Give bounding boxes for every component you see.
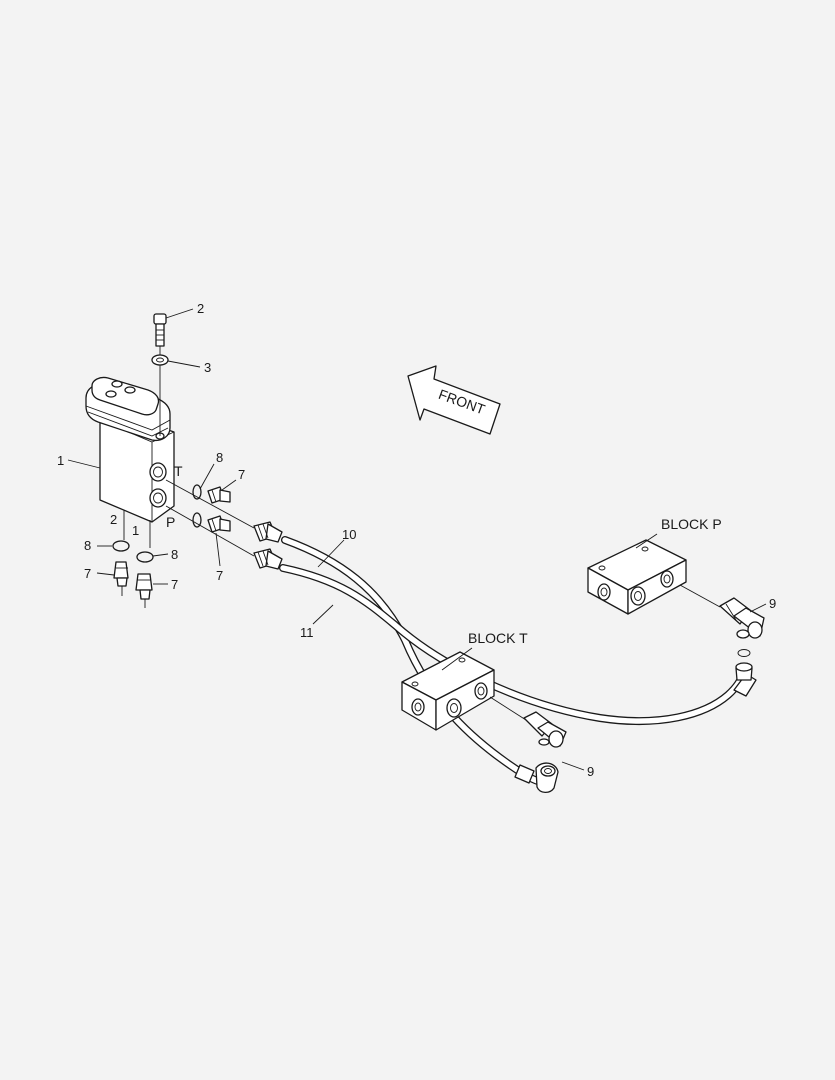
callout-8-left: 8 xyxy=(84,538,91,553)
callout-9-block-p: 9 xyxy=(769,596,776,611)
straight-fittings xyxy=(113,479,255,608)
callout-3: 3 xyxy=(204,360,211,375)
front-arrow: FRONT xyxy=(407,365,501,435)
block-p-label: BLOCK P xyxy=(661,516,722,532)
washer xyxy=(151,354,169,366)
callout-numbers: 2 3 1 8 7 7 2 1 8 8 7 7 10 11 9 9 xyxy=(57,301,776,779)
callout-8-upper: 8 xyxy=(216,450,223,465)
callout-11: 11 xyxy=(300,625,314,640)
block-t xyxy=(401,651,527,731)
elbow-fitting-block-p xyxy=(719,597,765,639)
o-rings xyxy=(112,484,202,563)
callout-8-right: 8 xyxy=(171,547,178,562)
port-label-p: P xyxy=(166,514,175,530)
callout-7-left: 7 xyxy=(84,566,91,581)
callout-1-port: 1 xyxy=(132,523,139,538)
callout-7-upper: 7 xyxy=(238,467,245,482)
callout-2-port: 2 xyxy=(110,512,117,527)
labels: T P BLOCK P BLOCK T xyxy=(166,463,722,646)
callout-2: 2 xyxy=(197,301,204,316)
callout-9-block-t: 9 xyxy=(587,764,594,779)
callout-1: 1 xyxy=(57,453,64,468)
elbow-fitting-block-t xyxy=(523,711,567,748)
callout-7-lower: 7 xyxy=(216,568,223,583)
block-p xyxy=(587,539,721,615)
block-t-label: BLOCK T xyxy=(468,630,528,646)
bolt xyxy=(153,313,167,436)
hose-11 xyxy=(279,564,747,726)
leader-lines xyxy=(67,308,767,771)
hose-end-fittings xyxy=(253,521,757,794)
callout-7-right: 7 xyxy=(171,577,178,592)
port-label-t: T xyxy=(174,463,183,479)
callout-10: 10 xyxy=(342,527,356,542)
valve-body xyxy=(85,376,175,548)
